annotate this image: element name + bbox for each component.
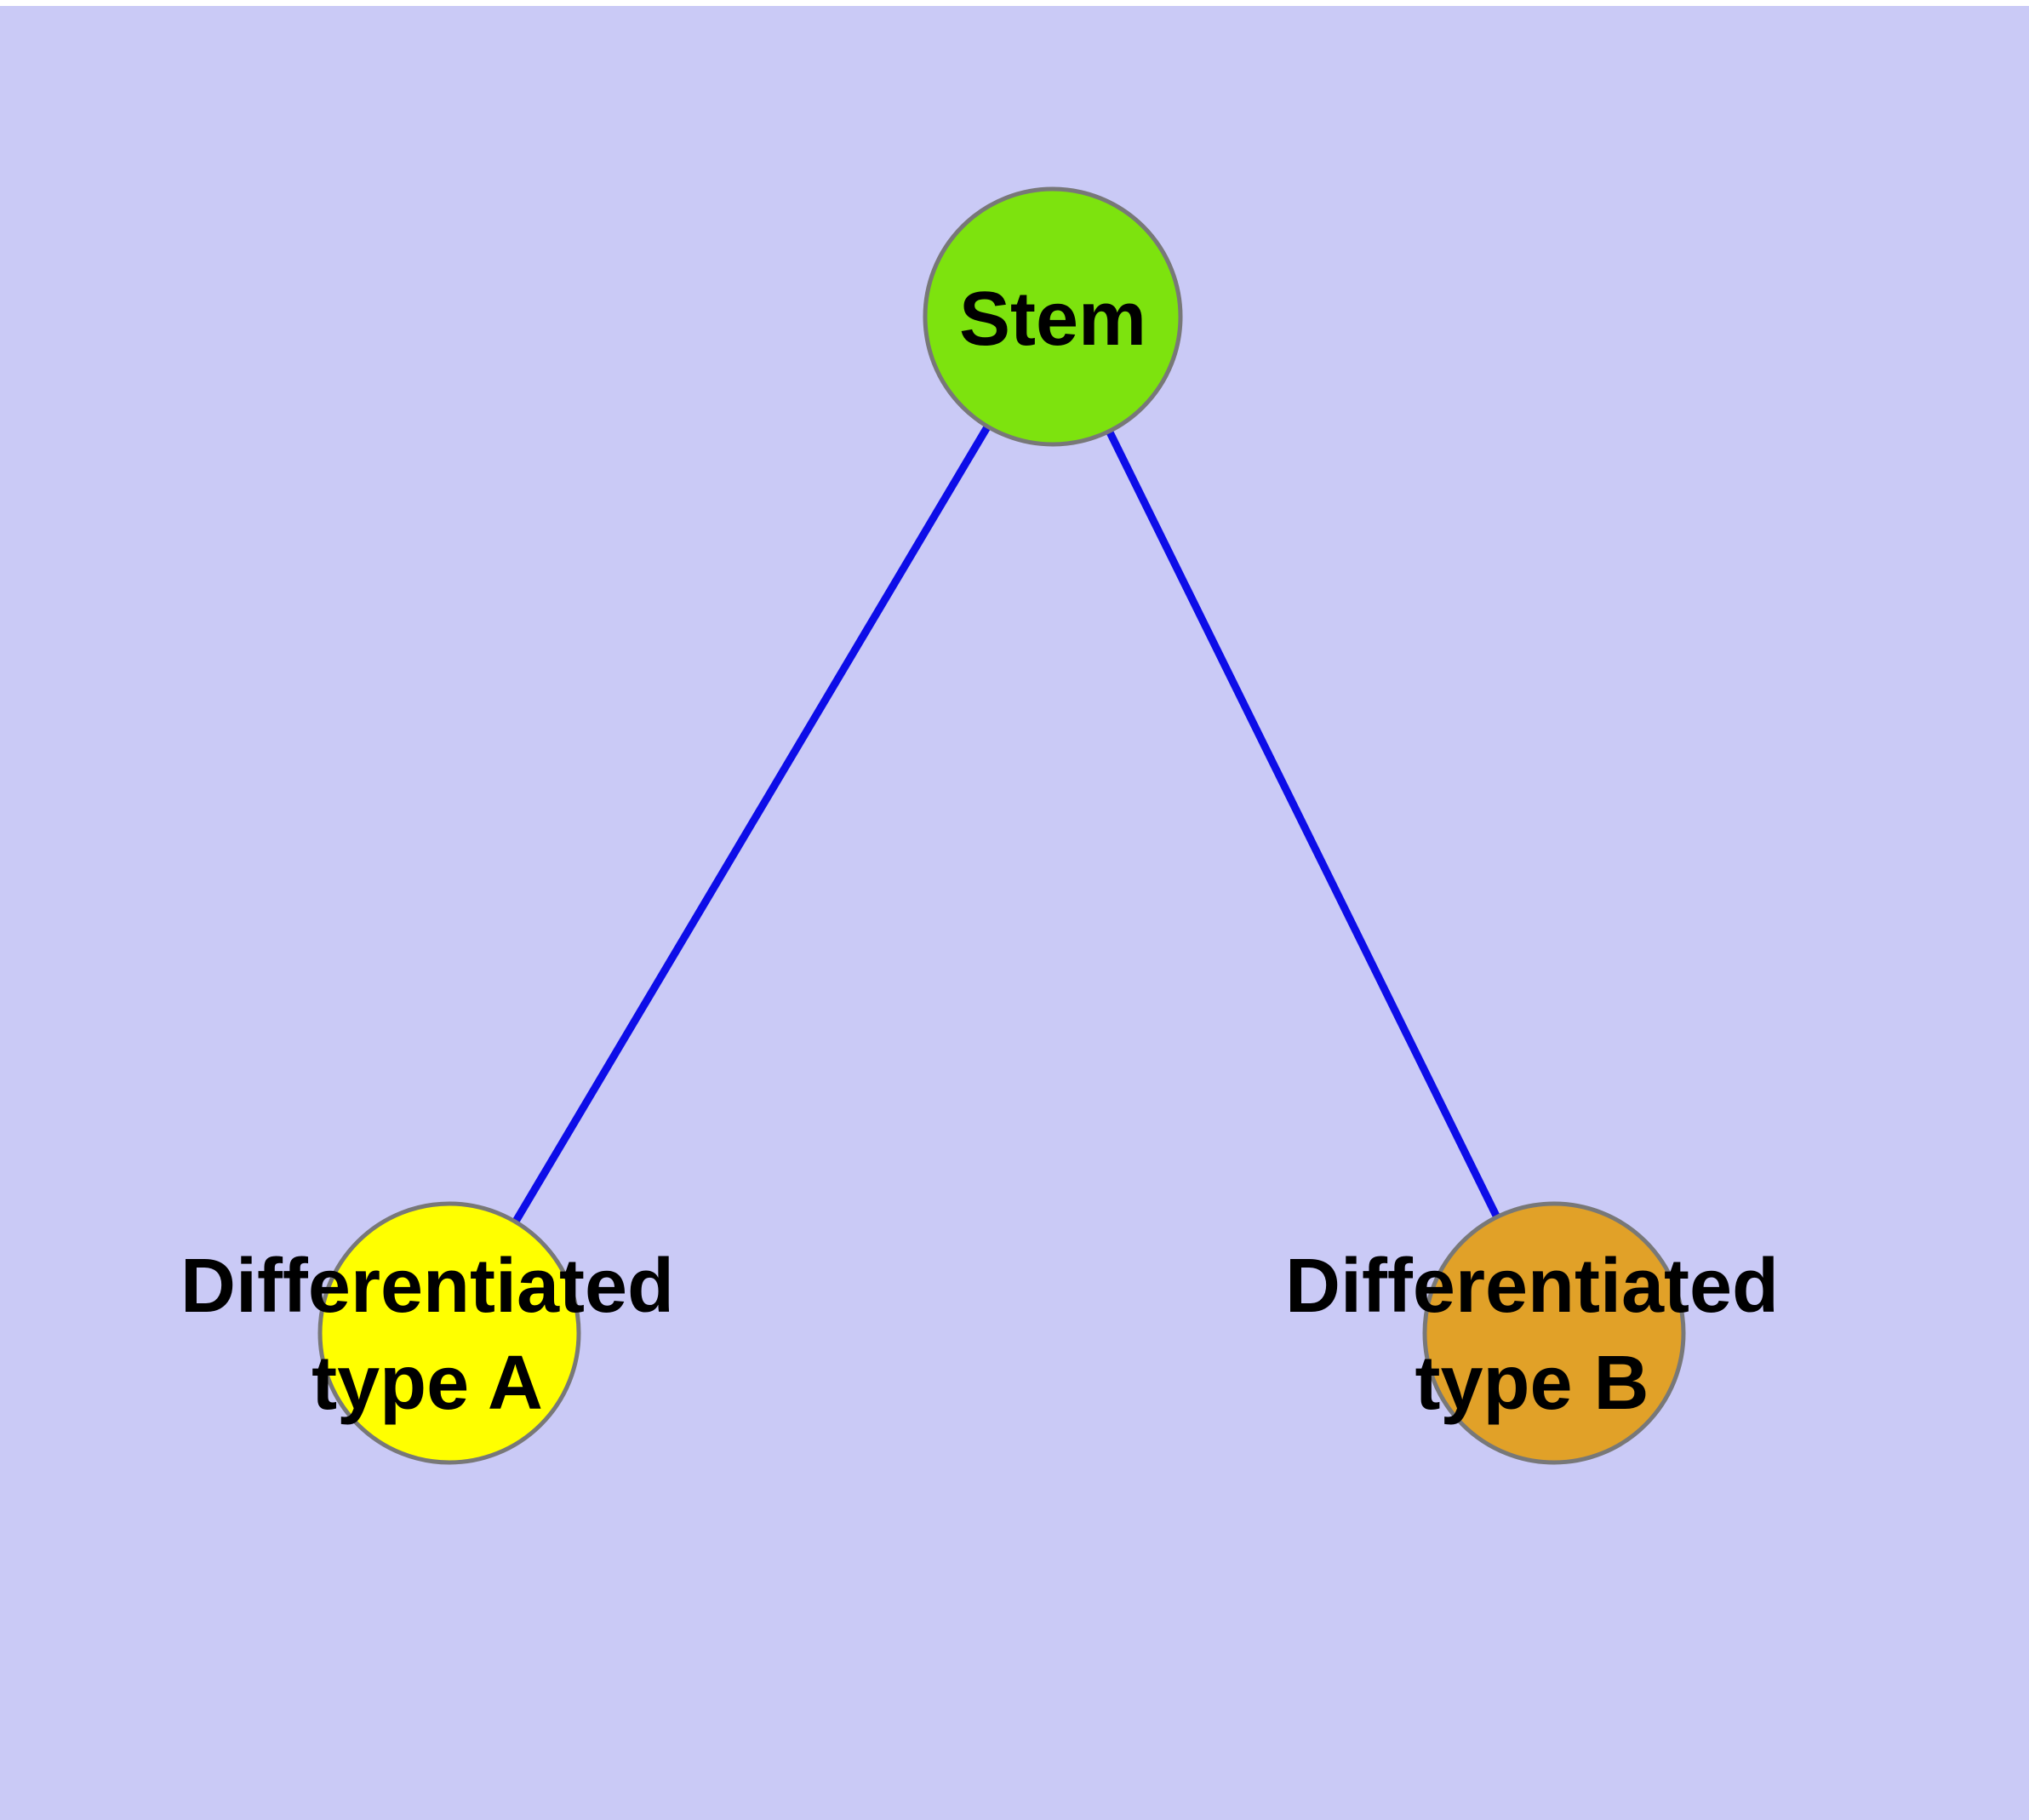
top-margin-strip xyxy=(0,0,2029,6)
node-type-b-circle xyxy=(1422,1201,1686,1465)
node-type-a-circle xyxy=(317,1201,581,1465)
node-type-b-label-line2: type B xyxy=(1415,1341,1649,1426)
node-type-a-label-line1: Differentiated xyxy=(180,1244,674,1329)
node-stem-label: Stem xyxy=(959,277,1146,362)
node-stem-circle xyxy=(923,186,1183,447)
node-type-a-label-line2: type A xyxy=(311,1341,543,1426)
edge-stem-to-type-a xyxy=(446,314,1056,1336)
node-type-b-label-line1: Differentiated xyxy=(1285,1244,1779,1329)
edge-stem-to-type-b xyxy=(1049,315,1558,1335)
